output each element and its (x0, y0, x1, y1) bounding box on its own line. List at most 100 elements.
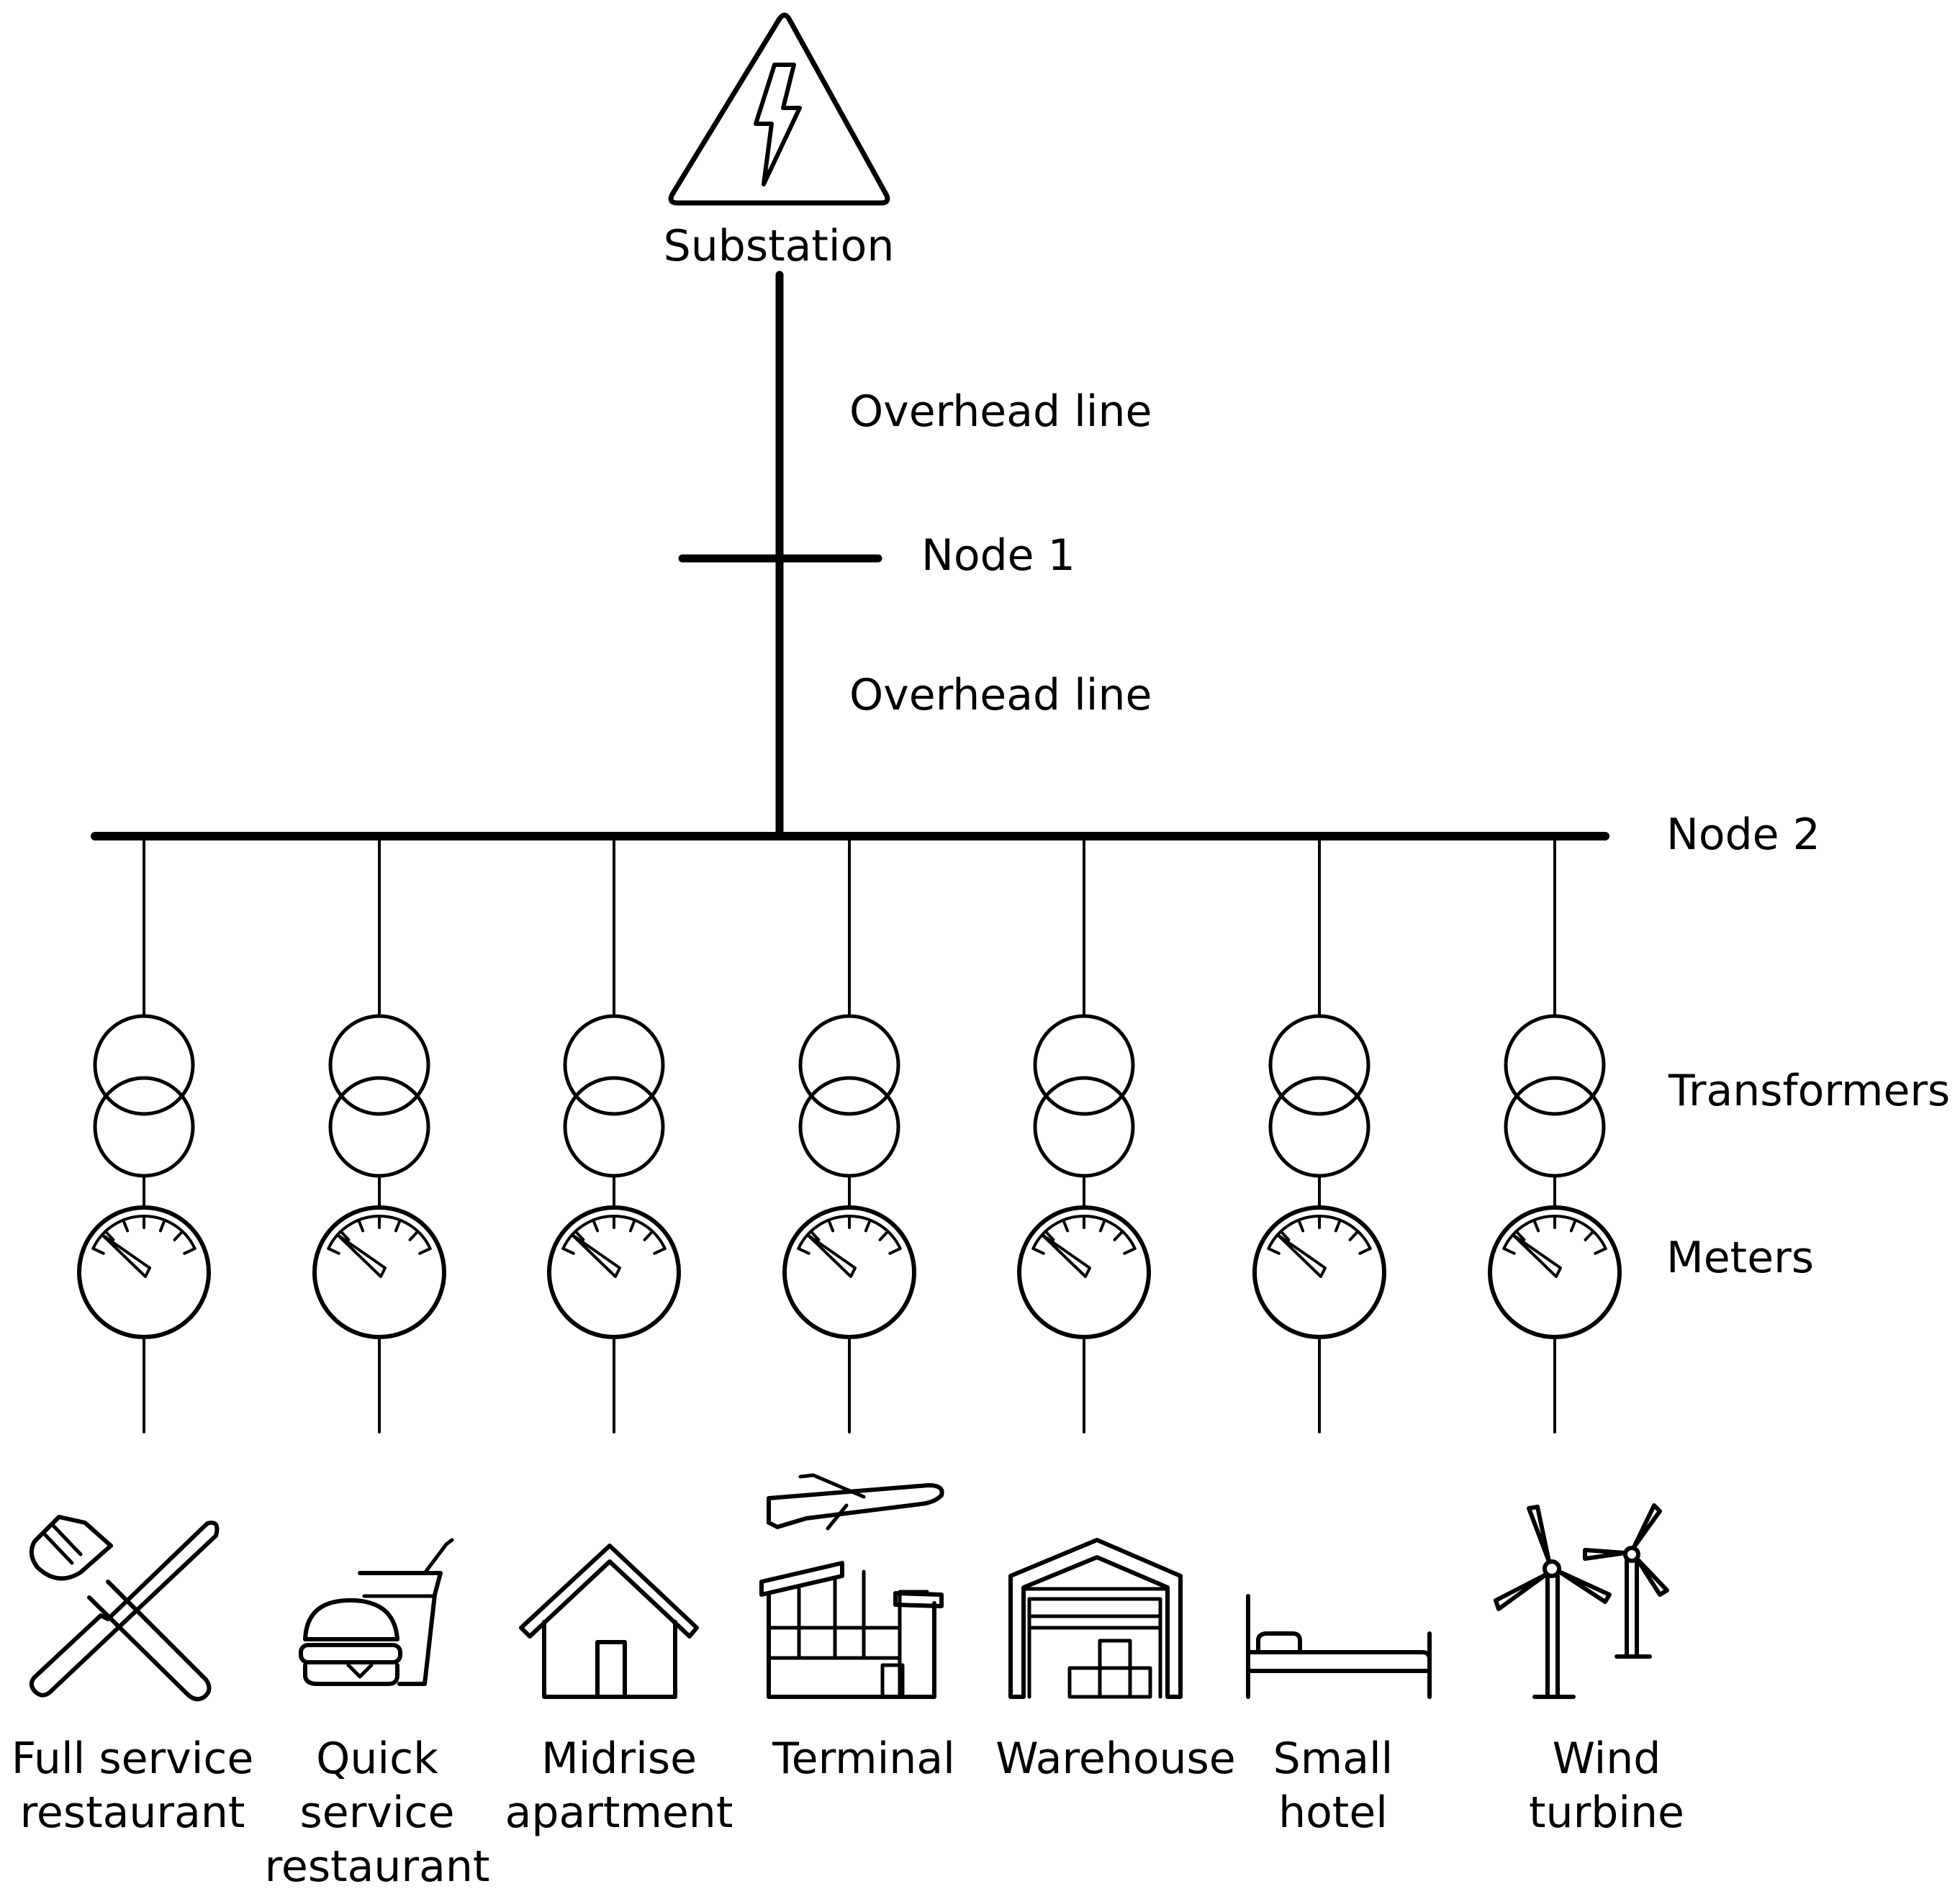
meter-tick (91, 1247, 105, 1255)
load-label-line: Warehouse (995, 1734, 1235, 1784)
branch (1488, 835, 1622, 1433)
meter-tick (158, 1218, 166, 1233)
load-label-terminal: Terminal (772, 1734, 955, 1784)
load-labels: Full servicerestaurantQuickservicerestau… (12, 1734, 1684, 1892)
meter-tick (1098, 1218, 1106, 1233)
meter-needle (571, 1233, 621, 1278)
load-label-line: Small (1273, 1734, 1394, 1784)
branch (1252, 835, 1386, 1433)
meter-needle (101, 1233, 151, 1278)
meter-tick (1569, 1218, 1577, 1233)
meter-tick (418, 1247, 432, 1255)
load-label-line: restaurant (20, 1787, 245, 1838)
meter-gauge-icon (1252, 1205, 1386, 1339)
load-label-line: hotel (1278, 1787, 1388, 1838)
lightning-bolt-icon (754, 63, 802, 186)
house-icon (519, 1544, 699, 1699)
meter-tick (1297, 1218, 1305, 1233)
load-label-line: restaurant (265, 1841, 490, 1892)
substation-triangle-icon (668, 12, 890, 206)
branch (547, 835, 681, 1433)
meter-tick (827, 1218, 835, 1233)
load-label-line: turbine (1529, 1787, 1684, 1838)
transformer-lower-coil (1504, 1076, 1606, 1178)
meter-tick (1267, 1247, 1281, 1255)
meter-tick (408, 1230, 420, 1241)
substation-label: Substation (664, 221, 895, 271)
load-label-line: Wind (1553, 1734, 1661, 1784)
meter-gauge-icon (312, 1205, 446, 1339)
transformer-upper-coil (563, 1014, 665, 1116)
branches (77, 835, 1622, 1433)
meter-tick (1358, 1247, 1372, 1255)
airport-terminal-icon (759, 1473, 944, 1699)
meter-needle (1276, 1233, 1327, 1278)
meter-needle (1041, 1233, 1091, 1278)
branch (312, 835, 446, 1433)
load-label-line: apartment (505, 1787, 733, 1838)
meter-tick (357, 1218, 365, 1233)
meter-tick (797, 1247, 810, 1255)
transformer-lower-coil (798, 1076, 900, 1178)
meter-tick (1062, 1218, 1070, 1233)
lower-overhead-line-label: Overhead line (849, 670, 1152, 720)
meter-tick (122, 1218, 130, 1233)
meter-tick (173, 1230, 184, 1241)
load-label-line: service (300, 1787, 455, 1838)
meter-tick (339, 1230, 351, 1241)
meter-tick (574, 1230, 585, 1241)
meter-tick (327, 1247, 340, 1255)
meter-needle (336, 1233, 387, 1278)
meter-tick (1279, 1230, 1291, 1241)
warehouse-icon (1008, 1538, 1183, 1699)
meter-tick (183, 1247, 197, 1255)
meter-tick (1594, 1247, 1607, 1255)
meter-tick (1123, 1247, 1137, 1255)
meter-tick (1031, 1247, 1045, 1255)
burger-drink-icon (299, 1538, 454, 1686)
meter-gauge-icon (547, 1205, 681, 1339)
meter-gauge-icon (782, 1205, 916, 1339)
transformer-upper-coil (93, 1014, 195, 1116)
meter-tick (1348, 1230, 1360, 1241)
node-2-label: Node 2 (1666, 810, 1820, 860)
bed-icon (1246, 1594, 1432, 1699)
transformer-upper-coil (1268, 1014, 1370, 1116)
transformer-upper-coil (328, 1014, 430, 1116)
meter-tick (809, 1230, 821, 1241)
meter-tick (653, 1247, 667, 1255)
meter-tick (1044, 1230, 1055, 1241)
meter-gauge-icon (1488, 1205, 1622, 1339)
meter-tick (1502, 1247, 1516, 1255)
meter-needle (1512, 1233, 1562, 1278)
load-label-line: Quick (316, 1734, 438, 1784)
meter-tick (1334, 1218, 1342, 1233)
meter-gauge-icon (1017, 1205, 1151, 1339)
node-1-label: Node 1 (921, 530, 1075, 581)
meter-tick (1514, 1230, 1526, 1241)
meter-needle (806, 1233, 857, 1278)
transformers-label: Transformers (1668, 1066, 1950, 1116)
load-label-warehouse: Warehouse (995, 1734, 1235, 1784)
meter-tick (1532, 1218, 1540, 1233)
meter-tick (104, 1230, 115, 1241)
transformer-lower-coil (93, 1076, 195, 1178)
fork-knife-icon (29, 1515, 220, 1702)
meter-tick (561, 1247, 575, 1255)
wind-turbine-icon (1494, 1503, 1669, 1699)
meter-tick (888, 1247, 902, 1255)
meter-tick (394, 1218, 402, 1233)
substation: Substation (664, 12, 895, 271)
meter-tick (592, 1218, 600, 1233)
meter-gauge-icon (77, 1205, 211, 1339)
transformer-lower-coil (1268, 1076, 1370, 1178)
load-label-line: Terminal (772, 1734, 955, 1784)
meters-label: Meters (1666, 1233, 1814, 1283)
branch (77, 835, 211, 1433)
meter-tick (628, 1218, 636, 1233)
